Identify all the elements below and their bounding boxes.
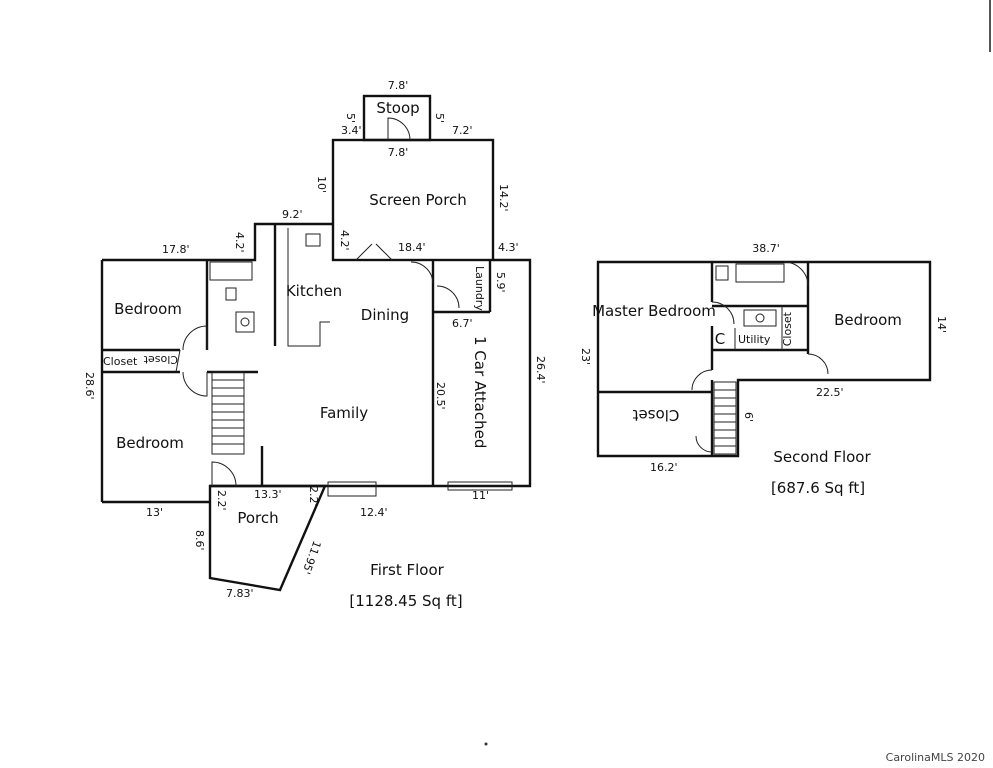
room-closet-small: Closet: [781, 311, 794, 346]
second-floor-room-labels: Master Bedroom Bedroom Utility C Closet …: [592, 302, 902, 424]
scan-dot: [484, 742, 488, 746]
room-bedroom-1: Bedroom: [114, 300, 182, 318]
room-kitchen: Kitchen: [286, 282, 342, 300]
dim-7-83: 7.83': [226, 587, 254, 600]
dim-screen-porch-left: 10': [315, 176, 328, 193]
dim-2f-top: 38.7': [752, 242, 780, 255]
room-utility: Utility: [738, 333, 771, 346]
first-floor-title: First Floor: [370, 561, 444, 579]
second-floor-fixtures: [691, 261, 829, 455]
room-family: Family: [320, 404, 368, 422]
dim-8-6: 8.6': [193, 530, 206, 551]
dim-17-8: 17.8': [162, 243, 190, 256]
second-floor-dimensions: 38.7' 23' 14' 22.5' 16.2' 6': [579, 242, 948, 474]
second-floor-walls: [596, 260, 932, 458]
dim-5-9: 5.9': [494, 272, 507, 293]
dim-stoop-top: 7.8': [388, 79, 409, 92]
dim-2f-right: 14': [935, 316, 948, 333]
dim-7-2: 7.2': [452, 124, 473, 137]
room-stoop: Stoop: [376, 99, 419, 117]
room-garage: 1 Car Attached: [471, 336, 489, 448]
first-floor-area: [1128.45 Sq ft]: [349, 592, 462, 610]
second-floor-area: [687.6 Sq ft]: [771, 479, 865, 497]
dim-3-4: 3.4': [341, 124, 362, 137]
dim-stoop-left: 5': [344, 113, 357, 123]
dim-28-6: 28.6': [83, 372, 96, 400]
dim-2f-bottom-left: 16.2': [650, 461, 678, 474]
dim-4-3: 4.3': [498, 241, 519, 254]
dim-9-2: 9.2': [282, 208, 303, 221]
dim-2f-left: 23': [579, 348, 592, 365]
dim-13: 13': [146, 506, 163, 519]
dim-2f-bottom-right: 22.5': [816, 386, 844, 399]
dim-2f-stair: 6': [742, 412, 755, 422]
second-floor-caption: Second Floor [687.6 Sq ft]: [771, 448, 872, 497]
first-floor-fixtures: [175, 117, 513, 497]
room-porch: Porch: [237, 509, 278, 527]
room-closet-2: Closet: [143, 353, 178, 366]
room-master-bedroom: Master Bedroom: [592, 302, 716, 320]
room-laundry: Laundry: [473, 266, 486, 311]
dim-26-4: 26.4': [534, 356, 547, 384]
second-floor-title: Second Floor: [773, 448, 871, 466]
dim-20-5: 20.5': [434, 382, 447, 410]
first-floor-caption: First Floor [1128.45 Sq ft]: [349, 561, 462, 610]
room-c: C: [715, 330, 725, 348]
room-closet-1: Closet: [103, 355, 138, 368]
dim-18-4: 18.4': [398, 241, 426, 254]
dim-11: 11': [472, 489, 489, 502]
dim-screen-porch-right: 14.2': [497, 184, 510, 212]
room-closet-big: Closet: [633, 406, 680, 424]
dim-4-2a: 4.2': [233, 232, 246, 253]
dim-6-7: 6.7': [452, 317, 473, 330]
dim-13-3: 13.3': [254, 488, 282, 501]
dim-2-2a: 2.2': [215, 490, 228, 511]
dim-stoop-right: 5': [433, 113, 446, 123]
dim-12-4: 12.4': [360, 506, 388, 519]
dim-4-2b: 4.2': [338, 230, 351, 251]
dim-screen-porch-top: 7.8': [388, 146, 409, 159]
room-screen-porch: Screen Porch: [369, 191, 467, 209]
room-bedroom-upstairs: Bedroom: [834, 311, 902, 329]
room-dining: Dining: [361, 306, 409, 324]
room-bedroom-2: Bedroom: [116, 434, 184, 452]
dim-2-2b: 2.2': [307, 486, 320, 507]
first-floor-room-labels: Stoop Screen Porch Kitchen Dining Laundr…: [103, 99, 489, 527]
watermark: CarolinaMLS 2020: [885, 751, 985, 764]
first-floor-walls: [100, 94, 532, 592]
dim-11-95: 11.95': [299, 539, 323, 576]
